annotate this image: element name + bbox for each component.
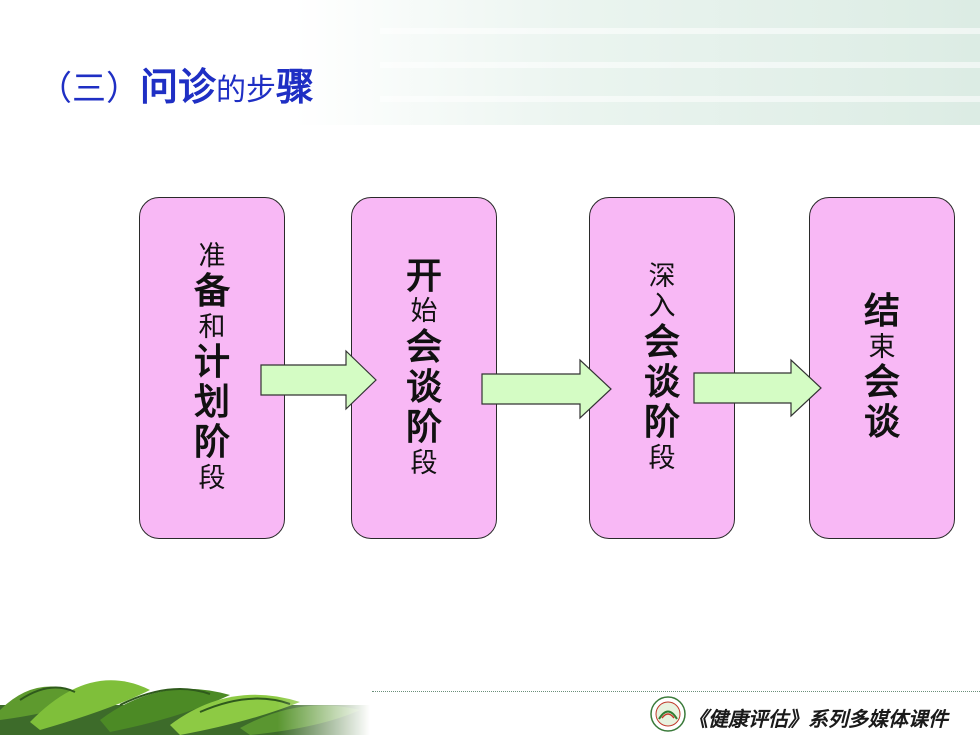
title-prefix: （三） <box>38 69 140 109</box>
stage-char: 结 <box>863 291 900 333</box>
stage-box-end: 结 束 会 谈 <box>809 197 955 539</box>
flow-arrow-1 <box>260 349 377 411</box>
stage-char: 划 <box>193 382 230 424</box>
college-seal-logo <box>650 696 686 732</box>
arrow-shape <box>481 358 612 420</box>
flow-arrow-3 <box>693 358 822 418</box>
stage-char: 会 <box>643 321 680 363</box>
stage-char: 段 <box>648 442 676 474</box>
page-title: （三） 问诊 的步 骤 <box>38 56 314 109</box>
stage-char: 段 <box>198 462 226 494</box>
title-part-a: 问诊 <box>140 65 217 109</box>
footer-divider <box>372 691 980 692</box>
stage-char: 深 <box>648 261 676 293</box>
stage-char: 谈 <box>863 402 900 444</box>
stage-char: 开 <box>405 256 442 298</box>
stage-char: 计 <box>193 341 230 383</box>
stage-box-deep: 深 入 会 谈 阶 段 <box>589 197 735 539</box>
arrow-shape <box>260 349 377 411</box>
stage-char: 阶 <box>643 402 680 444</box>
stage-char: 阶 <box>405 407 442 449</box>
arrow-shape <box>693 358 822 418</box>
tea-leaves-decoration <box>0 650 370 735</box>
stage-box-start: 开 始 会 谈 阶 段 <box>351 197 497 539</box>
stage-char: 始 <box>410 296 438 328</box>
footer-course-title: 《健康评估》系列多媒体课件 <box>688 707 948 731</box>
title-part-b: 的步 <box>216 73 277 108</box>
stage-char: 会 <box>863 361 900 403</box>
stage-char: 段 <box>410 447 438 479</box>
stage-char: 束 <box>868 331 896 363</box>
stage-char: 谈 <box>643 361 680 403</box>
title-part-c: 骤 <box>276 65 315 109</box>
stage-char: 阶 <box>193 422 230 464</box>
stage-char: 入 <box>648 291 676 323</box>
stage-char: 准 <box>198 241 226 273</box>
stage-char: 会 <box>405 326 442 368</box>
header-stripes <box>380 0 980 125</box>
stage-char: 和 <box>198 311 226 343</box>
flow-arrow-2 <box>481 358 612 420</box>
stage-char: 备 <box>193 271 230 313</box>
stage-char: 谈 <box>405 367 442 408</box>
